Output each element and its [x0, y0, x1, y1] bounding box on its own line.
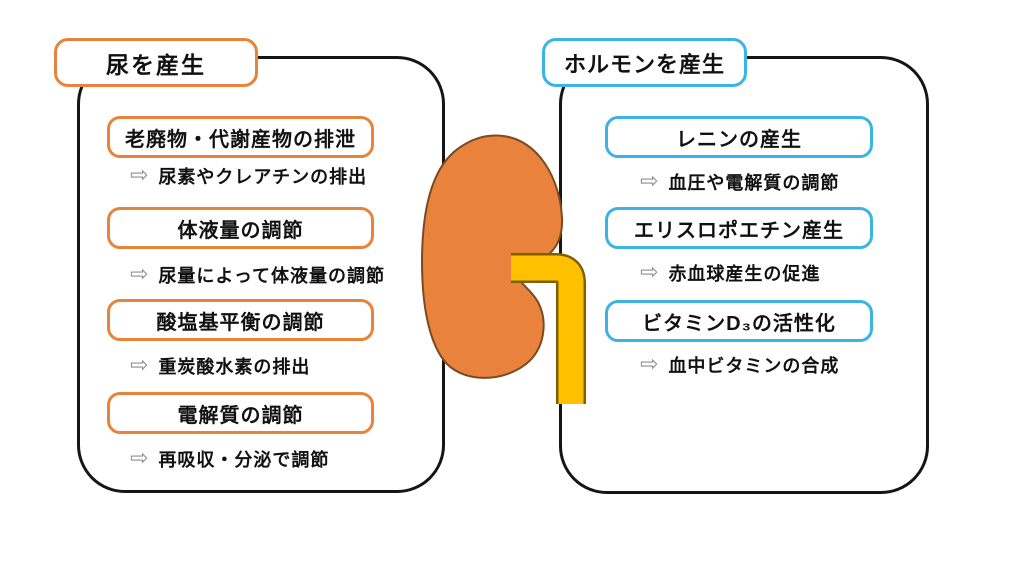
function-detail: ⇨ 赤血球産生の促進	[640, 259, 820, 287]
function-detail-text: 赤血球産生の促進	[668, 264, 821, 284]
urine-panel-title: 尿を産生	[54, 38, 258, 87]
function-detail: ⇨ 血中ビタミンの合成	[640, 351, 839, 379]
function-detail-text: 再吸収・分泌で調節	[158, 450, 330, 470]
function-box-renin: レニンの産生	[605, 116, 873, 158]
function-detail-text: 尿量によって体液量の調節	[158, 266, 385, 286]
function-detail: ⇨ 尿量によって体液量の調節	[130, 261, 385, 289]
function-box-vitamin-d3: ビタミンD₃の活性化	[605, 300, 873, 342]
arrow-right-icon: ⇨	[640, 169, 660, 194]
function-detail-text: 重炭酸水素の排出	[158, 357, 311, 377]
arrow-right-icon: ⇨	[130, 163, 150, 188]
function-box-erythropoietin: エリスロポエチン産生	[605, 207, 873, 249]
function-box-fluid-volume: 体液量の調節	[107, 207, 374, 249]
arrow-right-icon: ⇨	[130, 353, 150, 378]
function-detail: ⇨ 尿素やクレアチンの排出	[130, 162, 367, 190]
function-detail-text: 尿素やクレアチンの排出	[158, 167, 368, 187]
function-box-waste-excretion: 老廃物・代謝産物の排泄	[107, 116, 374, 158]
function-detail: ⇨ 血圧や電解質の調節	[640, 168, 839, 196]
arrow-right-icon: ⇨	[130, 262, 150, 287]
function-detail-text: 血圧や電解質の調節	[668, 173, 840, 193]
function-detail-text: 血中ビタミンの合成	[668, 356, 840, 376]
function-box-electrolyte: 電解質の調節	[107, 392, 374, 434]
function-box-acid-base: 酸塩基平衡の調節	[107, 299, 374, 341]
arrow-right-icon: ⇨	[640, 352, 660, 377]
arrow-right-icon: ⇨	[130, 446, 150, 471]
function-detail: ⇨ 重炭酸水素の排出	[130, 352, 310, 380]
arrow-right-icon: ⇨	[640, 260, 660, 285]
function-detail: ⇨ 再吸収・分泌で調節	[130, 445, 329, 473]
hormone-panel-title: ホルモンを産生	[542, 38, 747, 87]
